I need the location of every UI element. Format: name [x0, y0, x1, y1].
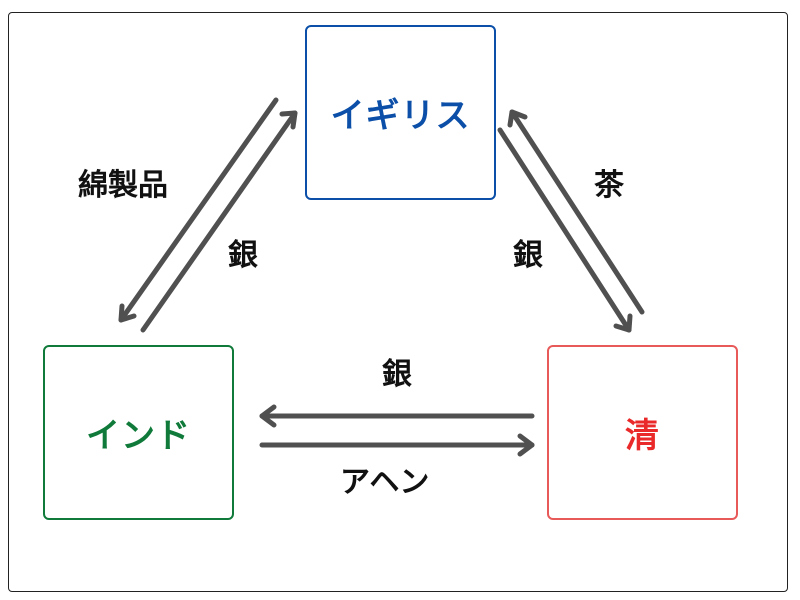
- node-india-label: インド: [86, 416, 191, 456]
- node-qing-label: 清: [625, 416, 660, 456]
- arrow-qing-to-india-head: [259, 404, 277, 428]
- node-britain: イギリス: [305, 25, 496, 200]
- arrow-uk-to-qing: [497, 127, 632, 333]
- label-tea: 茶: [594, 168, 624, 203]
- label-silver-qing-to-india: 銀: [382, 357, 412, 392]
- arrow-india-to-uk: [140, 110, 298, 333]
- arrow-qing-to-uk: [509, 109, 645, 315]
- label-opium: アヘン: [340, 465, 430, 500]
- arrow-uk-to-india-head: [118, 303, 137, 323]
- arrow-uk-to-india: [118, 97, 279, 323]
- node-india: インド: [43, 345, 234, 520]
- node-qing: 清: [547, 345, 738, 520]
- node-britain-label: イギリス: [330, 96, 471, 136]
- arrow-uk-to-qing-head: [613, 313, 633, 333]
- arrow-india-to-qing-head: [517, 433, 535, 457]
- label-silver-uk-to-qing: 銀: [513, 238, 543, 273]
- label-silver-uk-to-india: 銀: [228, 238, 258, 273]
- arrow-qing-to-uk-head: [507, 109, 528, 128]
- arrow-india-to-uk-head: [279, 110, 298, 130]
- label-cotton-goods: 綿製品: [78, 168, 168, 203]
